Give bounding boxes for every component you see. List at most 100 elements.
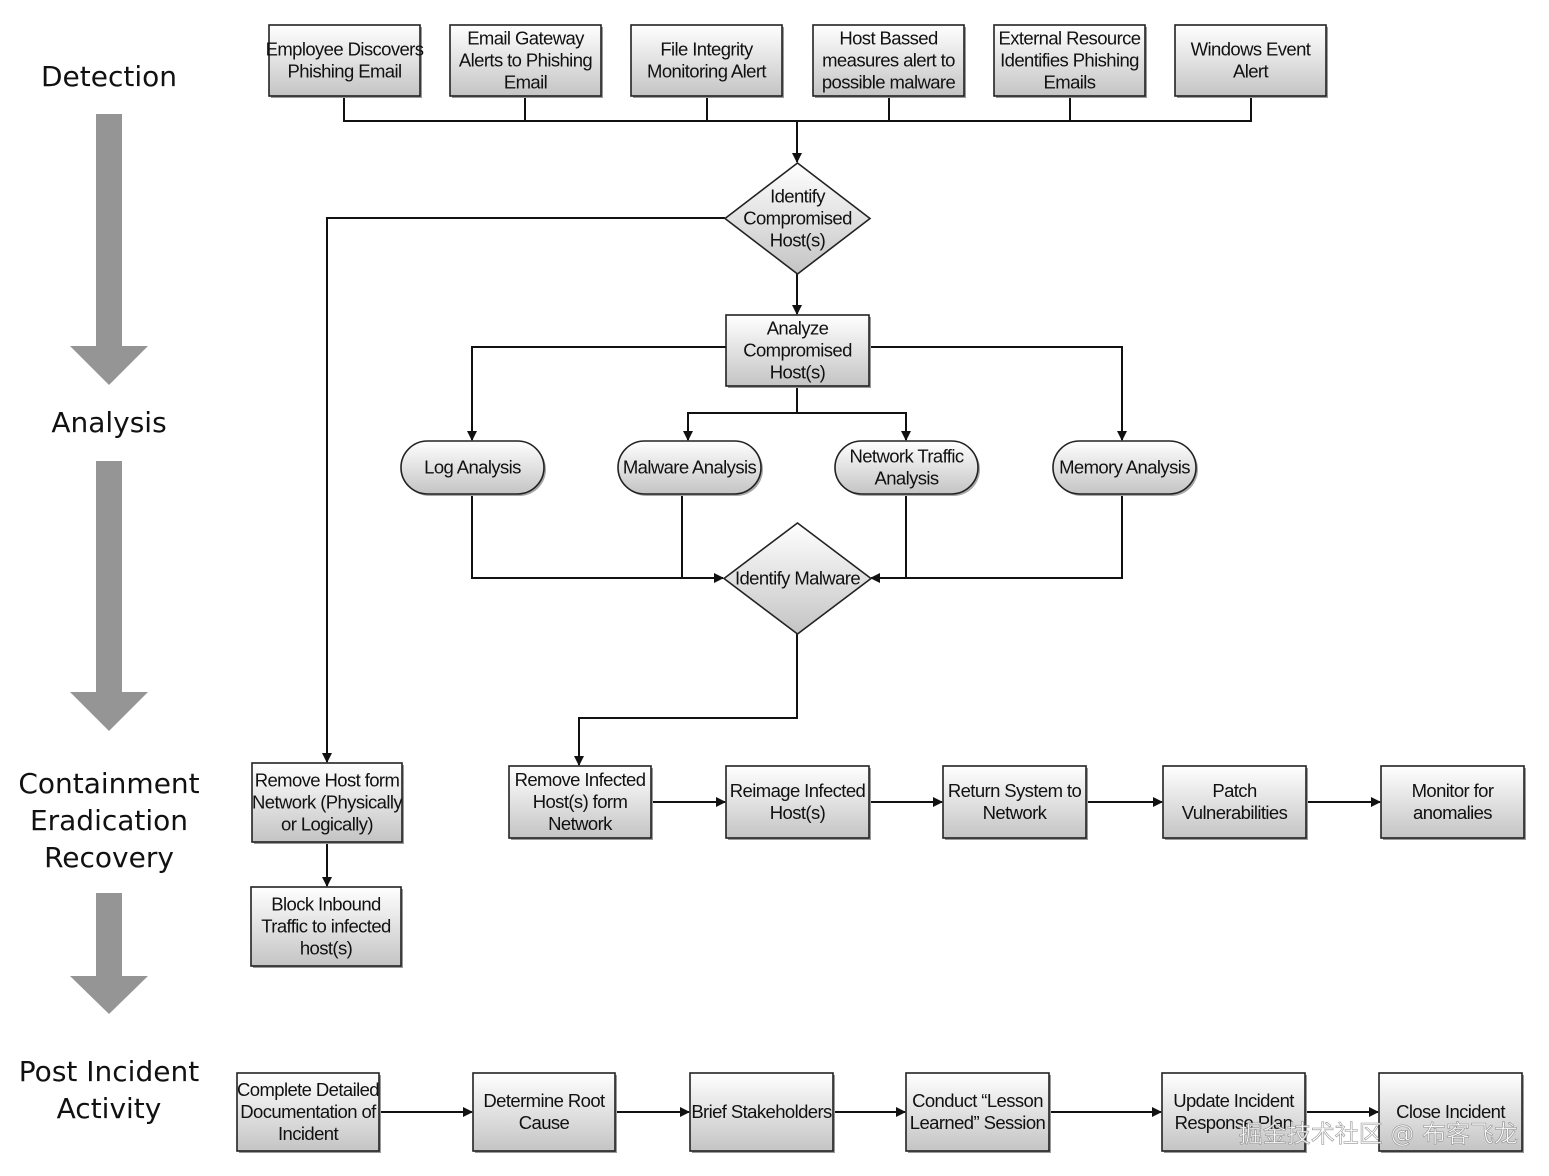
node-label-line: Host(s) (770, 362, 826, 383)
node-log-analysis: Log Analysis (400, 440, 546, 496)
node-label-line: Compromised (743, 340, 852, 361)
node-label-line: Alert (1233, 61, 1268, 82)
node-label: Close Incident (1396, 1101, 1505, 1122)
phase-label-detection: Detection (41, 60, 177, 93)
node-shape (1161, 1072, 1306, 1152)
node-label-line: Return System to (948, 780, 1082, 801)
node-shape (250, 886, 402, 967)
node-label-line: Learned” Session (910, 1112, 1046, 1133)
node-label-line: Emails (1044, 72, 1096, 93)
node-label-line: or Logically) (281, 814, 373, 835)
phase-label-line: Detection (41, 60, 177, 93)
phase-label-line: Recovery (44, 841, 174, 874)
watermark-text: 掘金技术社区 @ 布客飞龙 (1239, 1120, 1518, 1148)
connector-to-remove-infected (574, 634, 798, 766)
node-label-line: External Resource (999, 28, 1141, 49)
node-malware-analysis: Malware Analysis (617, 440, 763, 496)
connector-analyze-branch (683, 386, 798, 441)
node-label-line: Incident (278, 1123, 338, 1144)
connector-detection-bus (343, 96, 1252, 122)
node-shape (617, 440, 762, 495)
node-label-line: possible malware (822, 72, 956, 93)
node-label-line: Windows Event (1191, 39, 1311, 60)
node-close: Close Incident (1378, 1072, 1524, 1153)
node-shape (1378, 1072, 1523, 1152)
node-shape (993, 24, 1146, 97)
node-shape (725, 314, 870, 387)
node-label-line: Host(s) (770, 802, 826, 823)
node-label-line: Phishing Email (288, 61, 402, 82)
phase-arrow-analysis-containment (70, 461, 148, 731)
connector-to-log-analysis (467, 346, 726, 441)
node-label-line: Remove Host form (255, 770, 400, 791)
node-label-line: measures alert to (822, 50, 955, 71)
node-label-line: Close Incident (1396, 1101, 1505, 1122)
node-shape (723, 161, 872, 276)
phase-arrow-containment-post (70, 893, 148, 1014)
phase-label-line: Post Incident (19, 1055, 199, 1088)
node-label-line: Block Inbound (271, 894, 381, 915)
node-label-line: Host Bassed (839, 28, 938, 49)
connector-to-memory-analysis (868, 346, 1127, 441)
node-identify-malware: Identify Malware (722, 521, 873, 636)
node-label-line: host(s) (300, 938, 353, 959)
node-label-line: Patch (1212, 780, 1257, 801)
node-label-line: File Integrity (660, 39, 754, 60)
phase-label-line: Activity (57, 1092, 162, 1125)
node-shape (268, 24, 421, 97)
phase-arrows (70, 114, 148, 1014)
node-label-line: Network Traffic (849, 446, 963, 467)
node-shape (236, 1072, 380, 1152)
node-brief: Brief Stakeholders (689, 1072, 835, 1153)
node-label-line: Brief Stakeholders (691, 1101, 832, 1122)
node-label-line: Determine Root (483, 1090, 605, 1111)
node-label-line: anomalies (1413, 802, 1492, 823)
node-label-line: Network (548, 813, 613, 834)
phase-label-line: Containment (18, 767, 199, 800)
phase-label-analysis: Analysis (51, 406, 166, 439)
node-shape (834, 440, 979, 495)
node-label-line: Reimage Infected (730, 780, 866, 801)
node-label-line: Traffic to infected (261, 916, 391, 937)
node-label-line: Complete Detailed (237, 1079, 379, 1100)
phase-arrow-detection-analysis (70, 114, 148, 385)
node-label-line: Cause (519, 1112, 570, 1133)
node-label-line: Response Plan (1175, 1112, 1293, 1133)
node-label-line: Vulnerabilities (1182, 802, 1288, 823)
node-shape (942, 765, 1087, 839)
node-label-line: Email Gateway (467, 28, 585, 49)
node-label-line: Remove Infected (515, 769, 646, 790)
node-label-line: Network (983, 802, 1048, 823)
node-label: Identify Malware (735, 568, 860, 589)
connector-log-to-malware (471, 494, 724, 583)
